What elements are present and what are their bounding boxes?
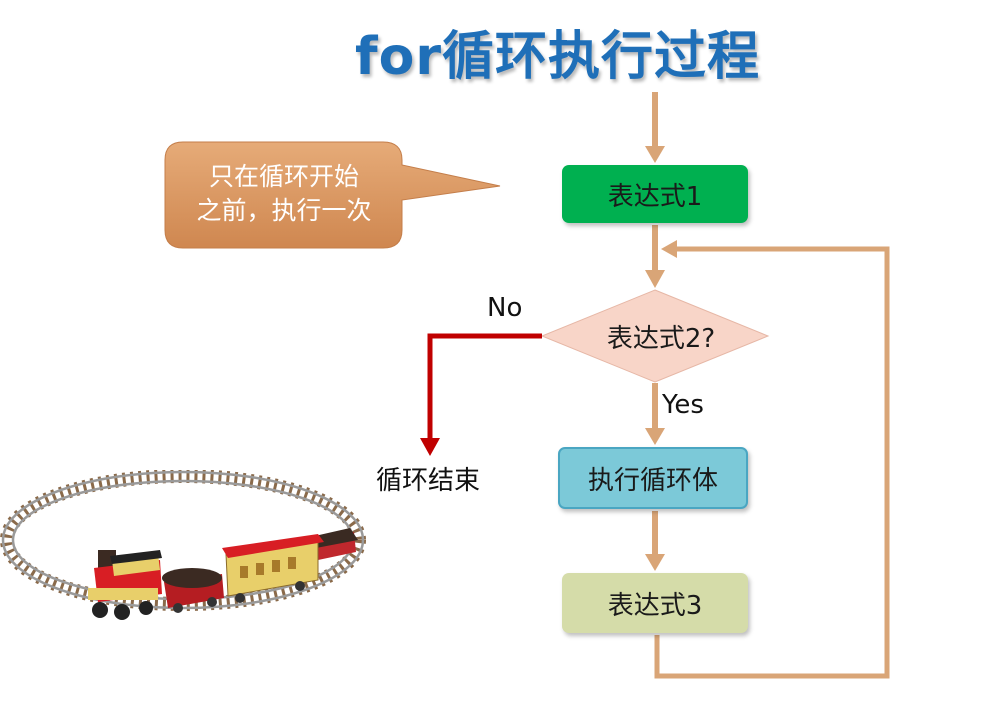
expr3-box: 表达式3 <box>562 573 748 633</box>
expr1-box: 表达式1 <box>562 165 748 223</box>
loop-body-box: 执行循环体 <box>558 447 748 509</box>
arrow-entry <box>645 92 665 163</box>
callout-line-2: 之前，执行一次 <box>196 196 372 225</box>
arrow-loop-back <box>654 240 890 679</box>
toy-train-illustration <box>0 470 366 620</box>
callout-text: 只在循环开始 之前，执行一次 <box>168 160 400 228</box>
page-title: for循环执行过程 <box>355 27 760 87</box>
no-label: No <box>487 293 523 323</box>
callout-bubble <box>164 141 501 249</box>
yes-label: Yes <box>662 390 704 420</box>
train-rear-car <box>306 528 358 560</box>
arrow-no-to-end <box>420 333 542 456</box>
arrow-expr1-to-condition <box>645 225 665 288</box>
train-passenger-car <box>222 534 324 603</box>
loop-end-label: 循环结束 <box>376 466 481 496</box>
condition-diamond <box>540 289 770 383</box>
train-locomotive <box>88 550 162 620</box>
condition-label: 表达式2? <box>606 324 716 354</box>
callout-line-1: 只在循环开始 <box>208 162 359 191</box>
train-coal-car <box>162 568 224 613</box>
arrow-body-to-expr3 <box>645 511 665 571</box>
arrow-yes-to-body <box>645 383 665 445</box>
